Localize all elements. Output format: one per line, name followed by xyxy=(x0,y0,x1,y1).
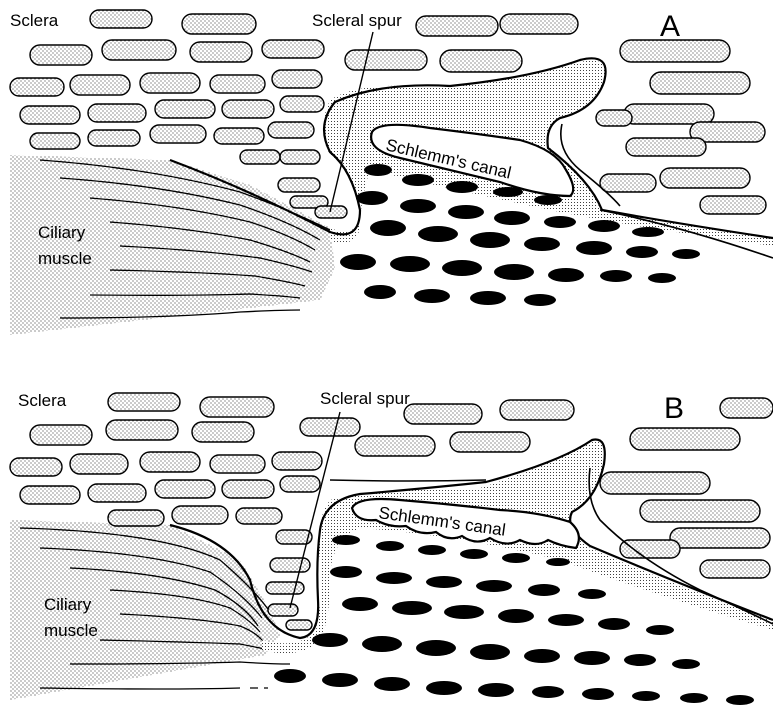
label-sclera: Sclera xyxy=(10,11,59,30)
label-muscle: muscle xyxy=(44,621,98,640)
label-sclera: Sclera xyxy=(18,391,67,410)
label-muscle: muscle xyxy=(38,249,92,268)
label-ciliary: Ciliary xyxy=(38,223,86,242)
panel-letter-a: A xyxy=(660,10,680,43)
label-ciliary: Ciliary xyxy=(44,595,92,614)
label-scleral-spur: Scleral spur xyxy=(320,389,410,408)
trabecular-meshwork xyxy=(274,535,754,705)
panel-letter-b: B xyxy=(664,392,684,425)
panel-b: Sclera Scleral spur Schlemm's canal Cili… xyxy=(10,389,773,705)
panel-a: Sclera Scleral spur Schlemm's canal Cili… xyxy=(10,10,773,335)
label-scleral-spur: Scleral spur xyxy=(312,11,402,30)
